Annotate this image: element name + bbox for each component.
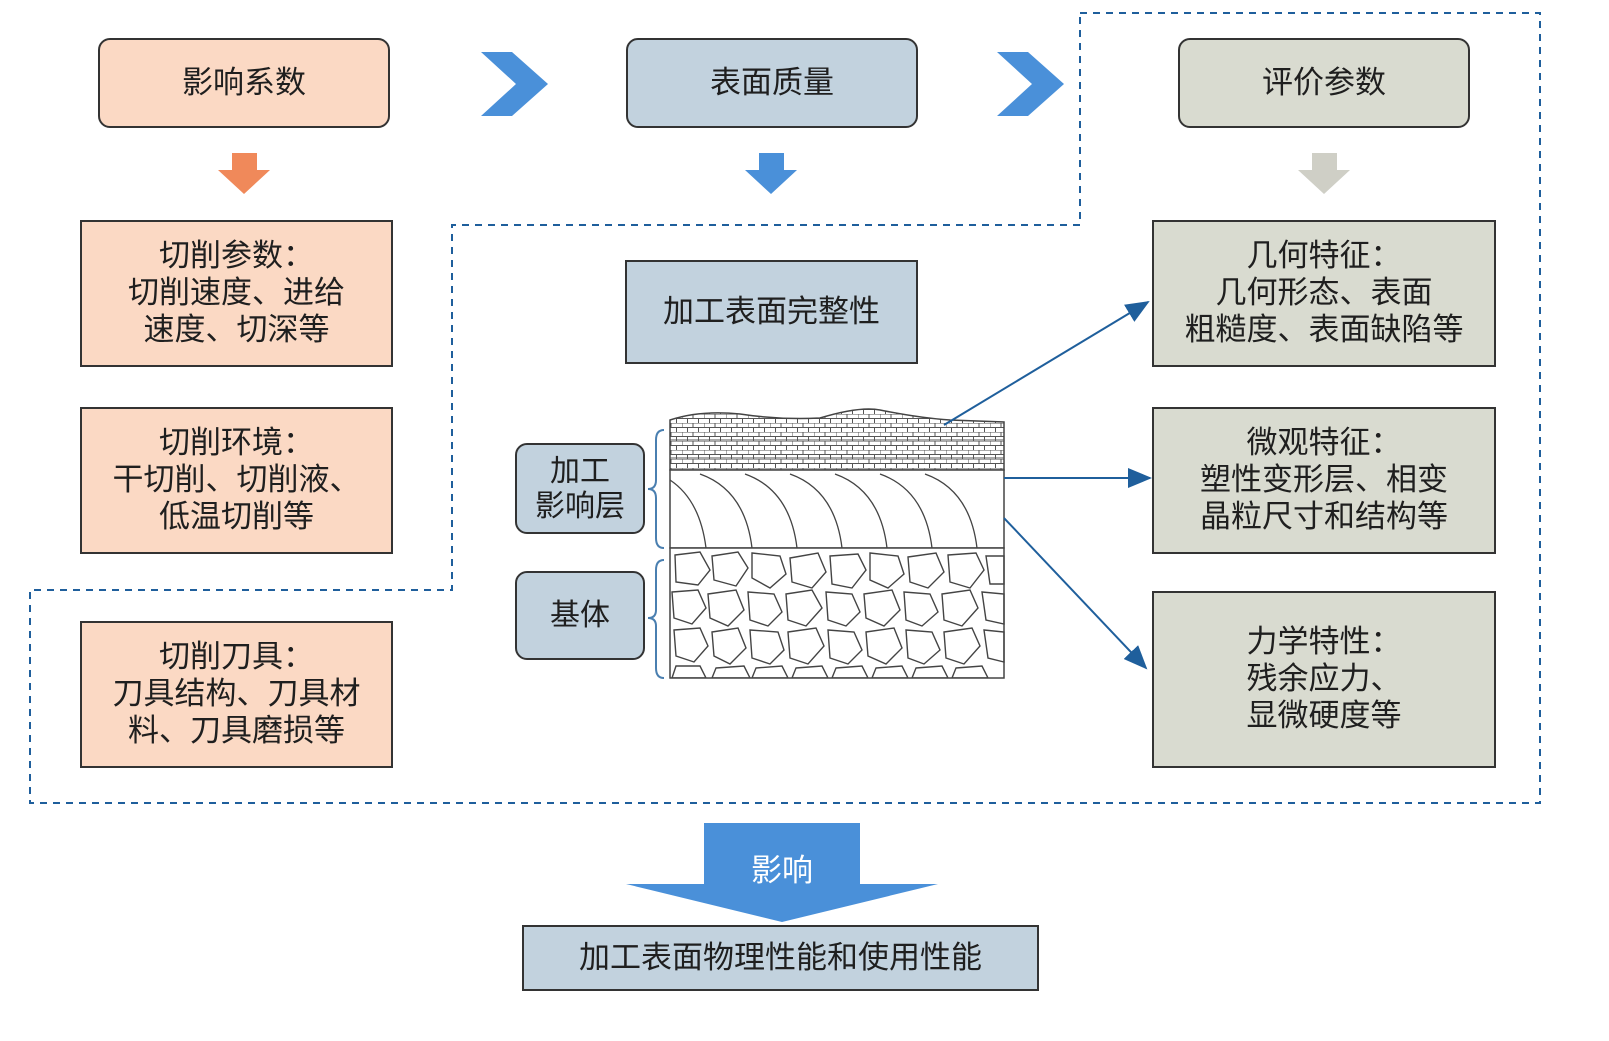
cutting-tool-line: 料、刀具磨损等 bbox=[128, 713, 345, 749]
connector-arrow bbox=[943, 300, 1150, 426]
cutting-env-title: 切削环境： bbox=[159, 425, 314, 461]
micro-line: 塑性变形层、相变 bbox=[1200, 462, 1448, 498]
cutting-params-title: 切削参数： bbox=[159, 238, 314, 274]
geometric-title: 几何特征： bbox=[1246, 238, 1402, 274]
physical-performance-box: 加工表面物理性能和使用性能 bbox=[522, 925, 1039, 991]
down-arrow-icon bbox=[218, 153, 270, 194]
cutting-tool-title: 切削刀具： bbox=[159, 639, 314, 675]
micro-title: 微观特征： bbox=[1246, 425, 1402, 461]
down-arrow-icon bbox=[745, 153, 797, 194]
substrate-label: 基体 bbox=[550, 598, 610, 633]
mechanical-line: 残余应力、 bbox=[1246, 661, 1402, 697]
influence-factors-label: 影响系数 bbox=[182, 64, 306, 101]
substrate-box: 基体 bbox=[515, 571, 645, 660]
down-arrow-icon bbox=[1298, 153, 1350, 194]
micro-line: 晶粒尺寸和结构等 bbox=[1200, 499, 1448, 535]
chevron-right-icon bbox=[481, 52, 548, 116]
mechanical-title: 力学特性： bbox=[1246, 624, 1402, 660]
physical-performance-label: 加工表面物理性能和使用性能 bbox=[579, 939, 982, 976]
connector-arrow bbox=[1003, 517, 1148, 670]
micro-features-box: 微观特征： 塑性变形层、相变 晶粒尺寸和结构等 bbox=[1152, 407, 1496, 554]
surface-quality-label: 表面质量 bbox=[710, 64, 834, 101]
mechanical-line: 显微硬度等 bbox=[1246, 698, 1402, 734]
cutting-params-line: 速度、切深等 bbox=[143, 312, 330, 348]
cutting-tool-box: 切削刀具： 刀具结构、刀具材 料、刀具磨损等 bbox=[80, 621, 393, 768]
influence-arrow-label: 影响 bbox=[751, 852, 813, 889]
mechanical-properties-box: 力学特性： 残余应力、 显微硬度等 bbox=[1152, 591, 1496, 768]
affected-layer-box: 加工 影响层 bbox=[515, 443, 645, 534]
geometric-line: 粗糙度、表面缺陷等 bbox=[1184, 312, 1464, 348]
affected-layer-line: 影响层 bbox=[535, 488, 625, 524]
affected-layer-bracket bbox=[647, 429, 665, 549]
evaluation-params-label: 评价参数 bbox=[1262, 64, 1386, 101]
surface-cross-section bbox=[669, 408, 1005, 679]
affected-layer-line: 加工 bbox=[550, 453, 610, 489]
cutting-env-box: 切削环境： 干切削、切削液、 低温切削等 bbox=[80, 407, 393, 554]
cutting-params-line: 切削速度、进给 bbox=[128, 275, 345, 311]
surface-quality-header: 表面质量 bbox=[626, 38, 918, 128]
cutting-params-box: 切削参数： 切削速度、进给 速度、切深等 bbox=[80, 220, 393, 367]
surface-integrity-label: 加工表面完整性 bbox=[663, 293, 880, 330]
chevron-right-icon bbox=[997, 52, 1064, 116]
substrate-bracket bbox=[647, 559, 665, 679]
dashed-region-outline bbox=[29, 12, 1541, 804]
evaluation-params-header: 评价参数 bbox=[1178, 38, 1470, 128]
influence-arrow bbox=[626, 823, 938, 922]
influence-factors-header: 影响系数 bbox=[98, 38, 390, 128]
geometric-features-box: 几何特征： 几何形态、表面 粗糙度、表面缺陷等 bbox=[1152, 220, 1496, 367]
cutting-tool-line: 刀具结构、刀具材 bbox=[112, 676, 361, 712]
cutting-env-line: 低温切削等 bbox=[159, 499, 314, 535]
geometric-line: 几何形态、表面 bbox=[1215, 275, 1433, 311]
cutting-env-line: 干切削、切削液、 bbox=[112, 462, 361, 498]
surface-integrity-box: 加工表面完整性 bbox=[625, 260, 918, 364]
